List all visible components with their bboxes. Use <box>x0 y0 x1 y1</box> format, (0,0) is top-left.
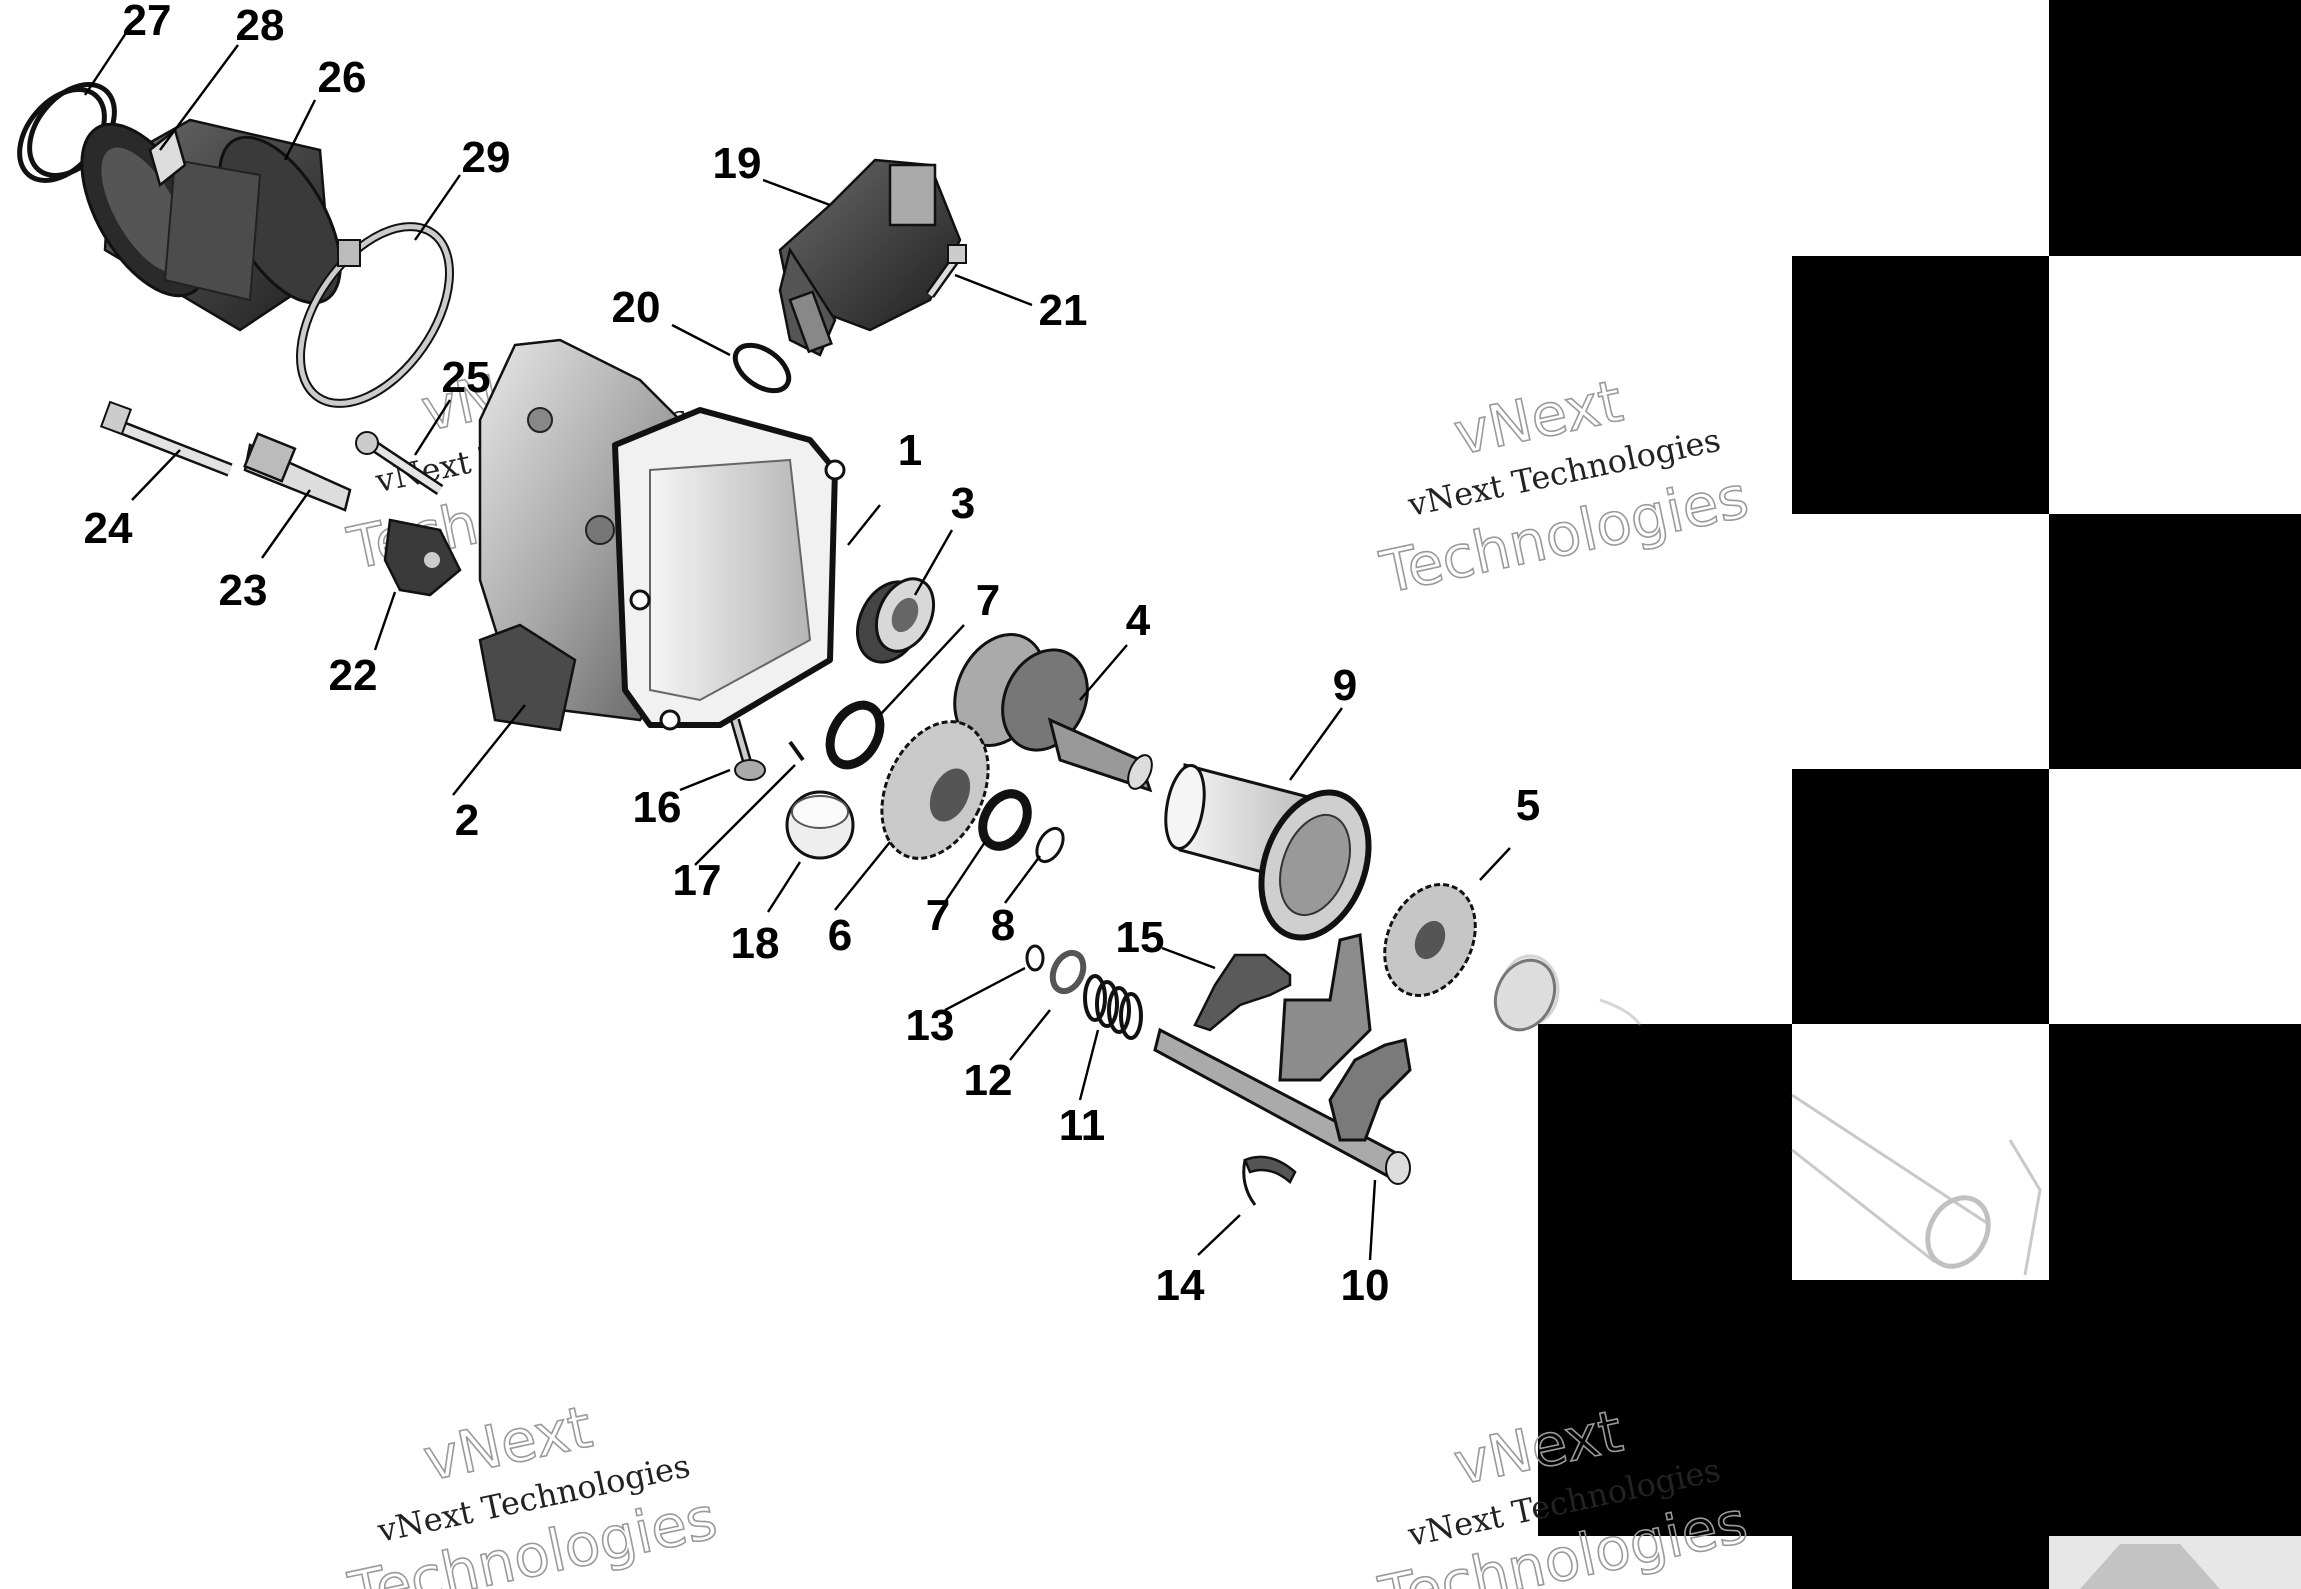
part-1-gasket <box>612 407 846 731</box>
leader-13 <box>944 966 1026 1012</box>
callout-12: 12 <box>964 1056 1013 1105</box>
leader-5 <box>1479 847 1511 881</box>
leader-10 <box>1368 1179 1377 1261</box>
leader-27 <box>83 29 130 96</box>
callout-1: 1 <box>898 426 922 475</box>
part-11-spring <box>1083 974 1143 1040</box>
callout-10: 10 <box>1341 1261 1390 1310</box>
leader-2 <box>452 704 526 796</box>
callout-11: 11 <box>1059 1101 1106 1150</box>
part-15-shift-fork <box>1193 953 1292 1032</box>
leader-20 <box>671 323 731 357</box>
part-12-washer <box>1049 949 1087 995</box>
checker-blocks <box>1500 0 2301 1589</box>
callout-2: 2 <box>455 796 479 845</box>
part-25-bolt <box>355 431 444 495</box>
leader-25 <box>413 399 452 456</box>
callout-26: 26 <box>318 53 367 102</box>
part-7-washer-upper <box>825 700 885 770</box>
callout-23: 23 <box>219 566 268 615</box>
part-22-bracket <box>383 518 462 597</box>
leader-9 <box>1289 707 1343 781</box>
part-23-sensor-sleeve <box>243 432 352 512</box>
part-19-shift-actuator <box>778 158 962 357</box>
part-18-cap <box>785 790 855 860</box>
callout-5: 5 <box>1516 781 1540 830</box>
part-6-gear <box>880 720 990 860</box>
callout-8: 8 <box>991 901 1015 950</box>
leader-6 <box>834 841 891 911</box>
leader-24 <box>131 449 181 501</box>
part-5-gear <box>1383 883 1557 1032</box>
leader-23 <box>261 489 311 559</box>
callout-numbers: 1 2 3 4 5 6 7 7 8 9 10 11 12 13 14 15 16… <box>84 0 1541 1310</box>
callout-21: 21 <box>1039 286 1088 335</box>
leader-14 <box>1197 1214 1241 1256</box>
leader-3 <box>913 529 954 596</box>
leader-8 <box>1004 855 1041 904</box>
part-4-gear-shaft <box>953 633 1153 793</box>
leader-4 <box>1079 644 1128 701</box>
callout-7-upper: 7 <box>976 576 1000 625</box>
part-8-circlip <box>1035 826 1065 864</box>
callout-25: 25 <box>442 353 491 402</box>
callout-15: 15 <box>1116 913 1165 962</box>
part-9-shift-drum <box>1164 763 1372 941</box>
callout-22: 22 <box>329 651 378 700</box>
faded-shaft-fragment <box>1791 1093 2042 1276</box>
leader-19 <box>762 178 831 207</box>
leader-lines <box>83 29 1511 1261</box>
part-3-bearing <box>856 577 936 664</box>
leader-7b <box>944 841 986 903</box>
callout-9: 9 <box>1333 661 1357 710</box>
part-7-washer-lower <box>978 789 1032 851</box>
callout-13: 13 <box>906 1001 955 1050</box>
part-29-band-clamp <box>296 222 454 408</box>
part-13-circlip <box>1025 944 1045 972</box>
callout-4: 4 <box>1126 596 1151 645</box>
leader-11 <box>1078 1029 1100 1101</box>
leader-18 <box>766 861 802 913</box>
leader-29 <box>414 174 461 241</box>
part-10-fork-rod <box>1153 933 1412 1185</box>
leader-16 <box>679 768 731 792</box>
watermark-bottom-left: vNext vNext Technologies Technologies <box>342 1392 723 1589</box>
callout-28: 28 <box>236 1 285 50</box>
callout-24: 24 <box>84 504 133 553</box>
leader-12 <box>1009 1009 1051 1061</box>
watermark-top-right: vNext vNext Technologies Technologies <box>1374 366 1755 608</box>
part-14-bushing <box>1242 1155 1297 1206</box>
part-28-clamp <box>148 127 187 188</box>
leader-28 <box>159 44 239 151</box>
callout-7-lower: 7 <box>926 891 950 940</box>
callout-20: 20 <box>612 283 661 332</box>
leader-21 <box>954 273 1033 307</box>
part-17-pin <box>788 740 805 762</box>
leader-1 <box>847 504 881 546</box>
callout-6: 6 <box>828 911 852 960</box>
part-21-screw <box>925 244 967 298</box>
leader-7a <box>879 624 965 716</box>
callout-3: 3 <box>951 479 975 528</box>
leader-26 <box>283 99 317 161</box>
callout-18: 18 <box>731 919 780 968</box>
part-16-plug <box>730 718 766 781</box>
callout-29: 29 <box>462 133 511 182</box>
leader-22 <box>373 591 397 651</box>
part-24-bolt <box>99 400 233 477</box>
callout-14: 14 <box>1156 1261 1205 1310</box>
callout-16: 16 <box>633 783 682 832</box>
faded-corner-fragment <box>2049 1536 2301 1589</box>
part-20-o-ring <box>732 342 792 394</box>
leader-15 <box>1161 946 1216 970</box>
callout-19: 19 <box>713 139 762 188</box>
callout-17: 17 <box>673 856 722 905</box>
leader-17 <box>694 764 796 866</box>
callout-27: 27 <box>123 0 172 45</box>
